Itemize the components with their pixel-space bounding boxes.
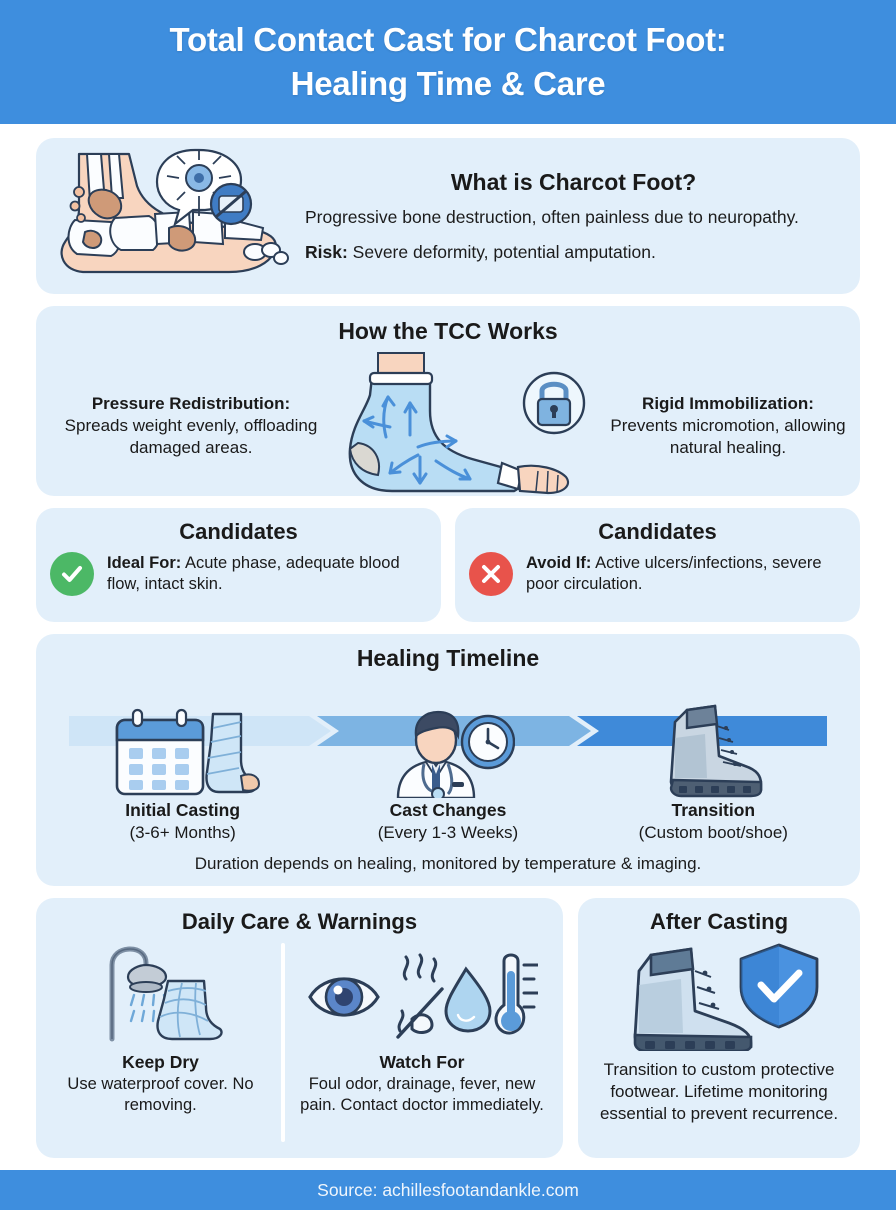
- x-circle-icon: [469, 552, 513, 596]
- ideal-candidates-heading: Candidates: [179, 519, 298, 544]
- pressure-redistribution-text: Spreads weight evenly, offloading damage…: [64, 415, 318, 458]
- pressure-redistribution-block: Pressure Redistribution: Spreads weight …: [50, 393, 332, 459]
- daily-care-heading: Daily Care & Warnings: [181, 909, 418, 935]
- charcot-foot-xray-icon: [46, 143, 301, 289]
- header-banner: Total Contact Cast for Charcot Foot: Hea…: [0, 0, 896, 124]
- after-casting-heading: After Casting: [649, 909, 789, 935]
- avoid-if-label: Avoid If:: [526, 554, 592, 573]
- risk-text: Severe deformity, potential amputation.: [352, 242, 656, 262]
- what-is-charcot-body: Progressive bone destruction, often pain…: [305, 206, 799, 227]
- shower-and-casted-sock-icon: [96, 941, 226, 1045]
- timeline-icon-row: [50, 680, 846, 798]
- watch-for-block: Watch For Foul odor, drainage, fever, ne…: [293, 941, 551, 1146]
- timeline-label-cast-changes: Cast Changes (Every 1-3 Weeks): [315, 800, 580, 843]
- timeline-labels: Initial Casting (3-6+ Months) Cast Chang…: [50, 800, 846, 843]
- timeline-step-2-title: Cast Changes: [389, 800, 507, 820]
- ideal-for-label: Ideal For:: [107, 554, 182, 573]
- ideal-candidates-text: Ideal For: Acute phase, adequate blood f…: [107, 553, 427, 595]
- timeline-step-2-detail: (Every 1-3 Weeks): [377, 822, 519, 842]
- candidates-row: Candidates Ideal For: Acute phase, adequ…: [36, 508, 860, 622]
- page-title-line2: Healing Time & Care: [290, 65, 606, 102]
- watch-for-title: Watch For: [379, 1052, 465, 1073]
- timeline-step-1-title: Initial Casting: [125, 800, 241, 820]
- ideal-for-text: Acute phase, adequate blood flow, intact…: [107, 554, 400, 593]
- what-is-charcot-text: What is Charcot Foot? Progressive bone d…: [301, 169, 842, 264]
- warning-signs-icon-group: [306, 941, 538, 1045]
- what-is-charcot-heading: What is Charcot Foot?: [450, 168, 697, 195]
- content-area: What is Charcot Foot? Progressive bone d…: [0, 124, 896, 1159]
- risk-label: Risk:: [305, 242, 348, 262]
- page-title: Total Contact Cast for Charcot Foot: Hea…: [170, 18, 727, 106]
- keep-dry-title: Keep Dry: [122, 1052, 199, 1073]
- card-how-tcc-works: How the TCC Works Pressure Redistributio…: [36, 306, 860, 496]
- eye-icon: [308, 977, 380, 1017]
- check-circle-icon: [50, 552, 94, 596]
- what-is-charcot-risk: Risk: Severe deformity, potential amputa…: [305, 241, 842, 263]
- water-drop-icon: [444, 966, 492, 1033]
- healing-timeline-heading: Healing Timeline: [356, 645, 540, 671]
- how-tcc-works-heading: How the TCC Works: [338, 318, 558, 344]
- footer-bar: Source: achillesfootandankle.com: [0, 1170, 896, 1210]
- rigid-immobilization-block: Rigid Immobilization: Prevents micromoti…: [587, 393, 869, 459]
- watch-for-text: Watch For Foul odor, drainage, fever, ne…: [293, 1045, 551, 1116]
- timeline-step-1-detail: (3-6+ Months): [129, 822, 236, 842]
- timeline-step-3-detail: (Custom boot/shoe): [638, 822, 788, 842]
- timeline-icon-cast-changes: [315, 680, 580, 798]
- card-what-is-charcot-foot: What is Charcot Foot? Progressive bone d…: [36, 138, 860, 294]
- casted-foot-pressure-icon: [332, 351, 587, 501]
- keep-dry-block: Keep Dry Use waterproof cover. No removi…: [48, 941, 273, 1146]
- keep-dry-text: Keep Dry Use waterproof cover. No removi…: [48, 1045, 273, 1116]
- card-ideal-candidates: Candidates Ideal For: Acute phase, adequ…: [36, 508, 441, 622]
- odor-icon: [397, 953, 438, 1033]
- bottom-row: Daily Care & Warnings: [36, 898, 860, 1159]
- timeline-footnote: Duration depends on healing, monitored b…: [194, 854, 702, 874]
- after-casting-text: Transition to custom protective footwear…: [599, 1060, 839, 1123]
- timeline-label-initial-casting: Initial Casting (3-6+ Months): [50, 800, 315, 843]
- keep-dry-body: Use waterproof cover. No removing.: [67, 1075, 254, 1114]
- page-title-line1: Total Contact Cast for Charcot Foot:: [169, 21, 727, 59]
- care-divider: [281, 943, 285, 1143]
- avoid-candidates-text: Avoid If: Active ulcers/infections, seve…: [526, 553, 846, 595]
- card-avoid-candidates: Candidates Avoid If: Active ulcers/infec…: [455, 508, 860, 622]
- avoid-if-text: Active ulcers/infections, severe poor ci…: [526, 554, 822, 593]
- thermometer-icon: [494, 953, 538, 1035]
- pressure-redistribution-label: Pressure Redistribution:: [91, 393, 291, 413]
- card-healing-timeline: Healing Timeline: [36, 634, 860, 887]
- timeline-label-transition: Transition (Custom boot/shoe): [581, 800, 846, 843]
- card-daily-care-warnings: Daily Care & Warnings: [36, 898, 563, 1159]
- boot-with-shield-check-icon: [592, 941, 846, 1052]
- watch-for-body: Foul odor, drainage, fever, new pain. Co…: [300, 1075, 544, 1114]
- card-after-casting: After Casting: [578, 898, 860, 1159]
- timeline-step-3-title: Transition: [671, 800, 756, 820]
- timeline-icon-transition: [581, 680, 846, 798]
- rigid-immobilization-label: Rigid Immobilization:: [642, 393, 814, 413]
- source-label: Source: achillesfootandankle.com: [317, 1179, 579, 1200]
- timeline-graphic: [50, 680, 846, 798]
- avoid-candidates-heading: Candidates: [598, 519, 717, 544]
- rigid-immobilization-text: Prevents micromotion, allowing natural h…: [610, 415, 846, 458]
- timeline-icon-initial-casting: [50, 680, 315, 798]
